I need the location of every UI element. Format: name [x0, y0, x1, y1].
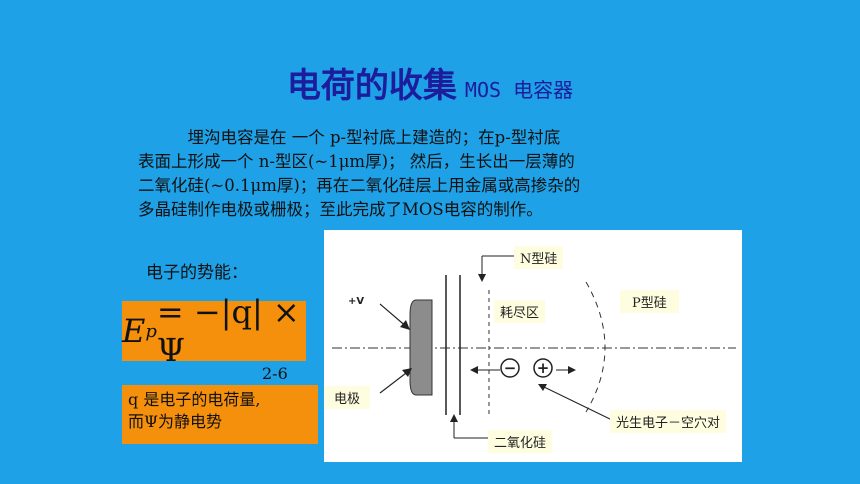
electrode-shape [409, 299, 433, 396]
formula-rhs: = −|q| × Ψ [156, 293, 300, 369]
title-sub: MOS 电容器 [464, 78, 574, 102]
depletion-label: 耗尽区 [494, 300, 546, 323]
note-line-2: 而Ψ为静电势 [128, 412, 223, 431]
mos-diagram-svg: − + +V [332, 255, 736, 439]
hole-arrow-head [568, 366, 576, 374]
pair-arrow [541, 385, 613, 421]
hole-sign: + [537, 359, 550, 377]
electrode-arrow [379, 369, 411, 394]
oxide-label: 二氧化硅 [488, 430, 553, 453]
oxide-arrow-head [450, 414, 458, 422]
voltage-arrow-head [400, 320, 410, 330]
title-main: 电荷的收集 [286, 66, 457, 106]
page-title: 电荷的收集 MOS 电容器 [0, 58, 860, 107]
paragraph-line: 多晶硅制作电极或栅极；至此完成了MOS电容的制作。 [138, 200, 543, 219]
formula-lhs: E [122, 312, 146, 350]
paragraph-line: 表面上形成一个 n-型区(~1μm厚)； 然后，生长出一层薄的 [138, 152, 575, 171]
hole-circle [533, 358, 553, 378]
electrode-label: 电极 [324, 386, 371, 409]
note-box: q 是电子的电荷量, 而Ψ为静电势 [122, 385, 318, 444]
paragraph-line: 二氧化硅(~0.1μm厚)；再在二氧化硅层上用金属或高掺杂的 [138, 176, 581, 195]
electron-arrow-head [470, 366, 478, 374]
depletion-arc [585, 281, 606, 413]
note-line-1: q 是电子的电荷量, [128, 390, 261, 409]
n-type-arrow-head [478, 274, 486, 282]
energy-label: 电子的势能： [146, 263, 248, 283]
electron-circle [500, 358, 520, 378]
electron-sign: − [504, 359, 517, 377]
mos-diagram: − + +V N型硅 耗尽区 P型硅 电极 二氧化硅 光生电子－空穴对 [324, 230, 742, 462]
n-type-label: N型硅 [514, 246, 564, 269]
paragraph-line: 埋沟电容是在 一个 p-型衬底上建造的；在p-型衬底 [138, 128, 561, 147]
formula-lhs-sub: p [145, 320, 157, 342]
equation-number: 2-6 [262, 364, 288, 383]
pair-label: 光生电子－空穴对 [610, 410, 727, 433]
voltage-label: +V [348, 296, 364, 307]
electrode-arrow-head [402, 368, 412, 377]
pair-arrow-head [538, 384, 547, 391]
p-type-label: P型硅 [620, 290, 679, 313]
description-paragraph: 埋沟电容是在 一个 p-型衬底上建造的；在p-型衬底 表面上形成一个 n-型区(… [138, 126, 728, 222]
